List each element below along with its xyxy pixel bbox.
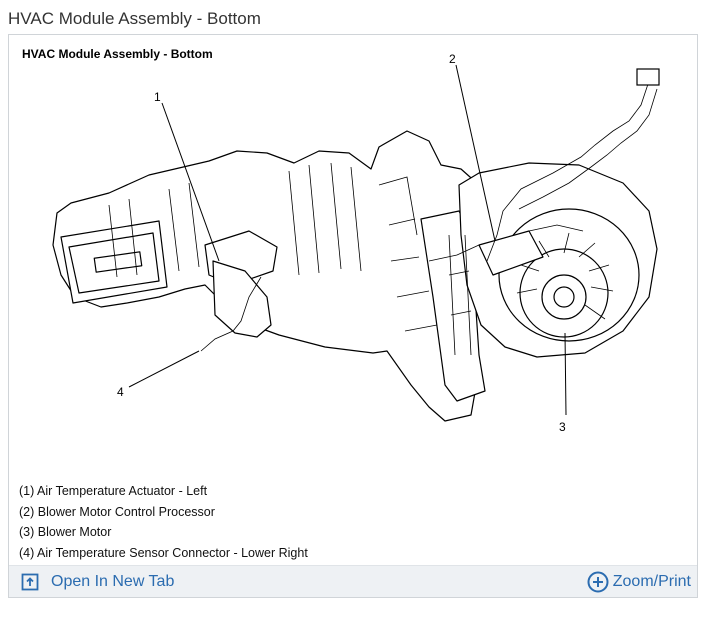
callout-3: 3 (559, 420, 566, 434)
callout-4: 4 (117, 385, 124, 399)
open-in-new-tab-label: Open In New Tab (51, 573, 175, 590)
open-in-new-tab-icon (21, 573, 39, 591)
legend-item-1: (1) Air Temperature Actuator - Left (19, 484, 208, 498)
zoom-print-label: Zoom/Print (612, 573, 691, 590)
diagram-card: HVAC Module Assembly - Bottom (8, 34, 698, 598)
legend-item-2: (2) Blower Motor Control Processor (19, 504, 215, 519)
callout-1: 1 (154, 90, 161, 104)
legend-item-3: (3) Blower Motor (19, 525, 112, 540)
zoom-print-link[interactable]: Zoom/Print (587, 566, 691, 597)
page-title: HVAC Module Assembly - Bottom (8, 9, 261, 28)
diagram-title: HVAC Module Assembly - Bottom (22, 47, 213, 61)
control-processor (478, 230, 544, 276)
legend-item-4: (4) Air Temperature Sensor Connector - L… (19, 546, 308, 561)
wiring-harness (486, 80, 650, 262)
open-in-new-tab-link[interactable]: Open In New Tab (21, 566, 174, 597)
card-footer: Open In New Tab Zoom/Print (9, 565, 697, 597)
callout-2: 2 (449, 52, 456, 66)
hvac-module-diagram: 1 2 3 4 (52, 52, 660, 434)
legend: (1) Air Temperature Actuator - Left (2) … (19, 481, 308, 564)
zoom-plus-icon (587, 571, 609, 593)
